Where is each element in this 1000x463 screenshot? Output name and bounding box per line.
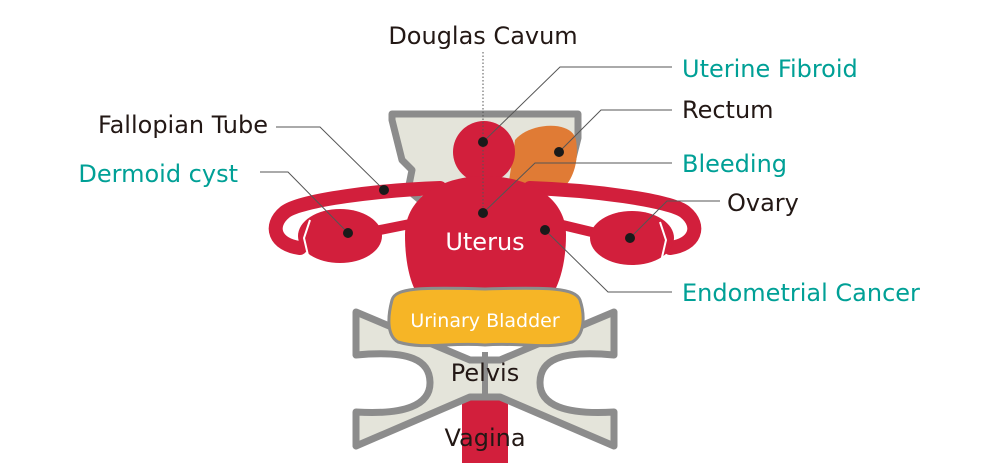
label-douglas-cavum: Douglas Cavum <box>388 22 577 50</box>
label-dermoid-cyst: Dermoid cyst <box>78 160 238 188</box>
leader-fallopian-tube <box>276 126 385 191</box>
label-fallopian-tube: Fallopian Tube <box>98 111 268 139</box>
marker-ovary <box>625 233 635 243</box>
label-pelvis: Pelvis <box>451 359 519 387</box>
leader-endometrial-cancer <box>544 229 672 293</box>
leader-ovary <box>629 200 720 239</box>
rectum-shape <box>508 125 577 190</box>
marker-fallopian-tube <box>379 185 389 195</box>
label-rectum: Rectum <box>682 96 774 124</box>
ovary-left <box>298 209 382 263</box>
label-uterine-fibroid: Uterine Fibroid <box>682 55 858 83</box>
leader-uterine-fibroid <box>482 66 672 143</box>
leader-bleeding <box>482 162 672 214</box>
bladder-shape <box>387 286 585 348</box>
label-vagina: Vagina <box>444 424 525 452</box>
marker-bleeding <box>478 208 488 218</box>
marker-rectum <box>554 147 564 157</box>
fimbriae-left <box>302 219 311 265</box>
marker-endometrial-cancer <box>540 225 550 235</box>
fallopian-tube-right <box>523 181 702 255</box>
uterus-shape <box>405 176 566 290</box>
fallopian-tube-left <box>268 181 447 255</box>
fimbriae-right <box>659 221 668 267</box>
label-endometrial-cancer: Endometrial Cancer <box>682 279 920 307</box>
vagina-shape <box>462 395 508 463</box>
label-ovary: Ovary <box>727 189 799 217</box>
marker-uterine-fibroid <box>478 137 488 147</box>
uterine-fibroid-shape <box>453 121 515 183</box>
leader-rectum <box>558 109 672 153</box>
label-urinary-bladder: Urinary Bladder <box>410 310 560 332</box>
label-uterus: Uterus <box>445 228 524 256</box>
label-bleeding: Bleeding <box>682 150 787 178</box>
marker-dermoid-cyst <box>343 228 353 238</box>
leader-dermoid-cyst <box>260 171 349 234</box>
